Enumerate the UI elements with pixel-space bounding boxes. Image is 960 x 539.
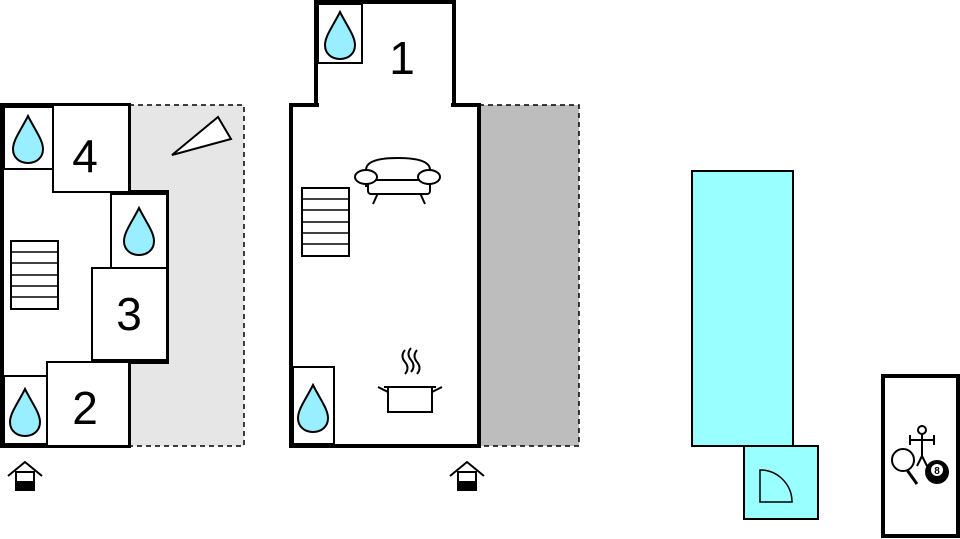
- sunshade-icon: [171, 115, 233, 156]
- sofa-icon: [354, 156, 441, 205]
- room-1: 1: [314, 0, 456, 112]
- entrance-arrow-icon: [449, 461, 485, 491]
- bathroom-room-4: [3, 106, 54, 170]
- table-tennis-icon: [891, 448, 919, 485]
- passage: [319, 102, 451, 108]
- cooking-pot-icon: [377, 347, 443, 413]
- room-2-number: 2: [72, 382, 98, 434]
- bathroom-room-3: [110, 193, 168, 269]
- billiard-8-ball-icon: 8: [925, 460, 949, 484]
- entrance-arrow-icon: [7, 461, 43, 491]
- pool-steps-icon: [743, 445, 819, 520]
- left-house: 4 3 2: [0, 103, 245, 491]
- room-4-number: 4: [72, 130, 98, 182]
- bathroom-room-1: [317, 3, 363, 64]
- stairs-icon: [301, 187, 350, 257]
- room-3-number: 3: [116, 288, 142, 340]
- billiard-ball-label: 8: [934, 466, 940, 477]
- stairs-icon: [10, 240, 59, 310]
- room-1-number: 1: [389, 32, 415, 84]
- room-2: 2: [3, 361, 130, 447]
- room-3: 3: [91, 193, 168, 361]
- swimming-pool: [691, 170, 819, 520]
- room-4: 4: [3, 104, 130, 193]
- foosball-icon: [909, 425, 935, 467]
- main-house: 1: [289, 0, 580, 491]
- terrace-main: [478, 104, 580, 447]
- bathroom-main: [292, 366, 335, 445]
- bathroom-room-2: [3, 375, 48, 445]
- games-room: 8: [881, 374, 960, 538]
